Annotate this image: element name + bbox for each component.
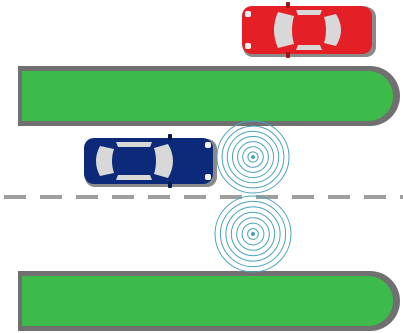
sensor-waves-lower-ring [247, 228, 259, 240]
sensor-waves-upper-ring [226, 130, 280, 184]
median-top-grass [22, 71, 393, 121]
sensor-waves-upper-ring [237, 141, 269, 173]
red-car-headlight-top [245, 11, 251, 17]
blue-car-side-window-bottom [116, 175, 152, 180]
sensor-waves-lower-ring [225, 206, 281, 262]
red-car-rear-windshield [324, 14, 341, 46]
median-bottom-grass [22, 276, 393, 326]
red-car-front-windshield [274, 12, 294, 48]
blue-car-front-windshield [154, 144, 173, 178]
sensor-waves-upper-ring [247, 151, 259, 163]
blue-car-mirror-top [168, 134, 172, 140]
sensor-waves-lower-ring [236, 217, 270, 251]
blue-car-roof [114, 148, 154, 174]
red-car-side-window-top [296, 10, 322, 15]
sensor-waves-lower-ring [241, 222, 265, 246]
blue-car-rear-windshield [96, 146, 114, 176]
sensor-waves-upper-ring [231, 135, 275, 179]
sensor-waves-upper-ring [242, 146, 264, 168]
blue-car-mirror-bottom [168, 182, 172, 188]
sensor-waves-upper-ring [221, 125, 285, 189]
red-car-roof [294, 16, 324, 44]
sensor-waves-lower-center [251, 232, 255, 236]
median-bottom [18, 271, 400, 331]
sensor-waves-lower-ring [230, 211, 276, 257]
blue-car-headlight-bottom [205, 174, 211, 180]
red-car-mirror-bottom [286, 52, 290, 58]
sensor-waves-lower-ring [219, 200, 287, 268]
blue-car-headlight-top [205, 142, 211, 148]
red-car-mirror-top [286, 2, 290, 8]
sensor-waves-upper-center [251, 155, 255, 159]
red-car [242, 2, 376, 58]
sensor-waves-lower-ring [214, 195, 292, 273]
red-car-headlight-bottom [245, 43, 251, 49]
blue-car-side-window-top [116, 142, 152, 147]
sensor-waves-upper-ring [216, 120, 290, 194]
median-top [18, 66, 400, 126]
blue-car [84, 134, 217, 188]
sensor-waves-lower [214, 195, 292, 273]
sensor-waves-upper [216, 120, 290, 194]
red-car-side-window-bottom [296, 45, 322, 50]
